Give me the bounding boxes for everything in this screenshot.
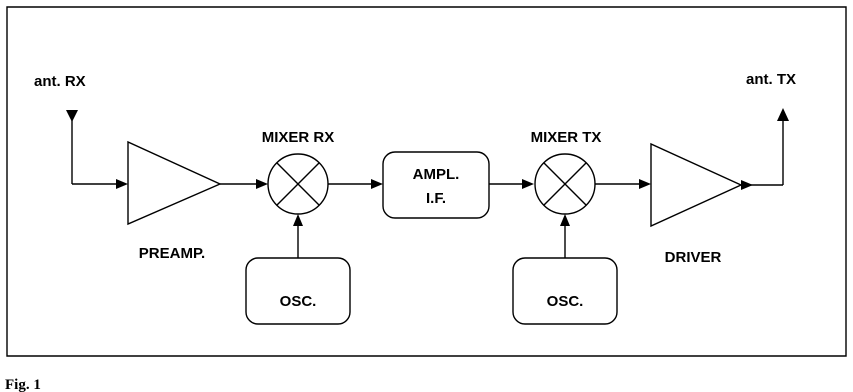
arrow-into-mixer-rx-lo bbox=[293, 214, 303, 226]
label-osc-tx: OSC. bbox=[547, 293, 584, 310]
arrow-driver-output bbox=[741, 180, 753, 190]
label-if-amp-line2: I.F. bbox=[426, 190, 446, 207]
figure-caption: Fig. 1 bbox=[5, 377, 41, 392]
mixer-tx-cross-b bbox=[543, 162, 587, 206]
mixer-rx-cross-b bbox=[276, 162, 320, 206]
if-amplifier-block bbox=[382, 151, 490, 219]
label-ant-rx: ant. RX bbox=[34, 73, 86, 90]
rx-antenna-icon bbox=[66, 110, 78, 122]
label-driver: DRIVER bbox=[665, 249, 722, 266]
label-mixer-rx: MIXER RX bbox=[262, 129, 335, 146]
label-preamp: PREAMP. bbox=[139, 245, 205, 262]
driver-amplifier bbox=[650, 142, 743, 228]
arrow-into-mixer-rx bbox=[256, 179, 268, 189]
label-osc-rx: OSC. bbox=[280, 293, 317, 310]
diagram-frame bbox=[6, 6, 847, 357]
arrow-into-mixer-tx-lo bbox=[560, 214, 570, 226]
label-ant-tx: ant. TX bbox=[746, 71, 796, 88]
arrow-into-if-amp bbox=[371, 179, 383, 189]
tx-antenna-icon bbox=[777, 108, 789, 121]
label-if-amp-line1: AMPL. bbox=[413, 166, 460, 183]
preamp-amplifier bbox=[127, 140, 222, 226]
label-mixer-tx: MIXER TX bbox=[531, 129, 602, 146]
osc-tx-block bbox=[512, 257, 618, 325]
osc-rx-block bbox=[245, 257, 351, 325]
arrow-into-mixer-tx bbox=[522, 179, 534, 189]
arrow-into-driver bbox=[639, 179, 651, 189]
arrow-into-preamp bbox=[116, 179, 128, 189]
